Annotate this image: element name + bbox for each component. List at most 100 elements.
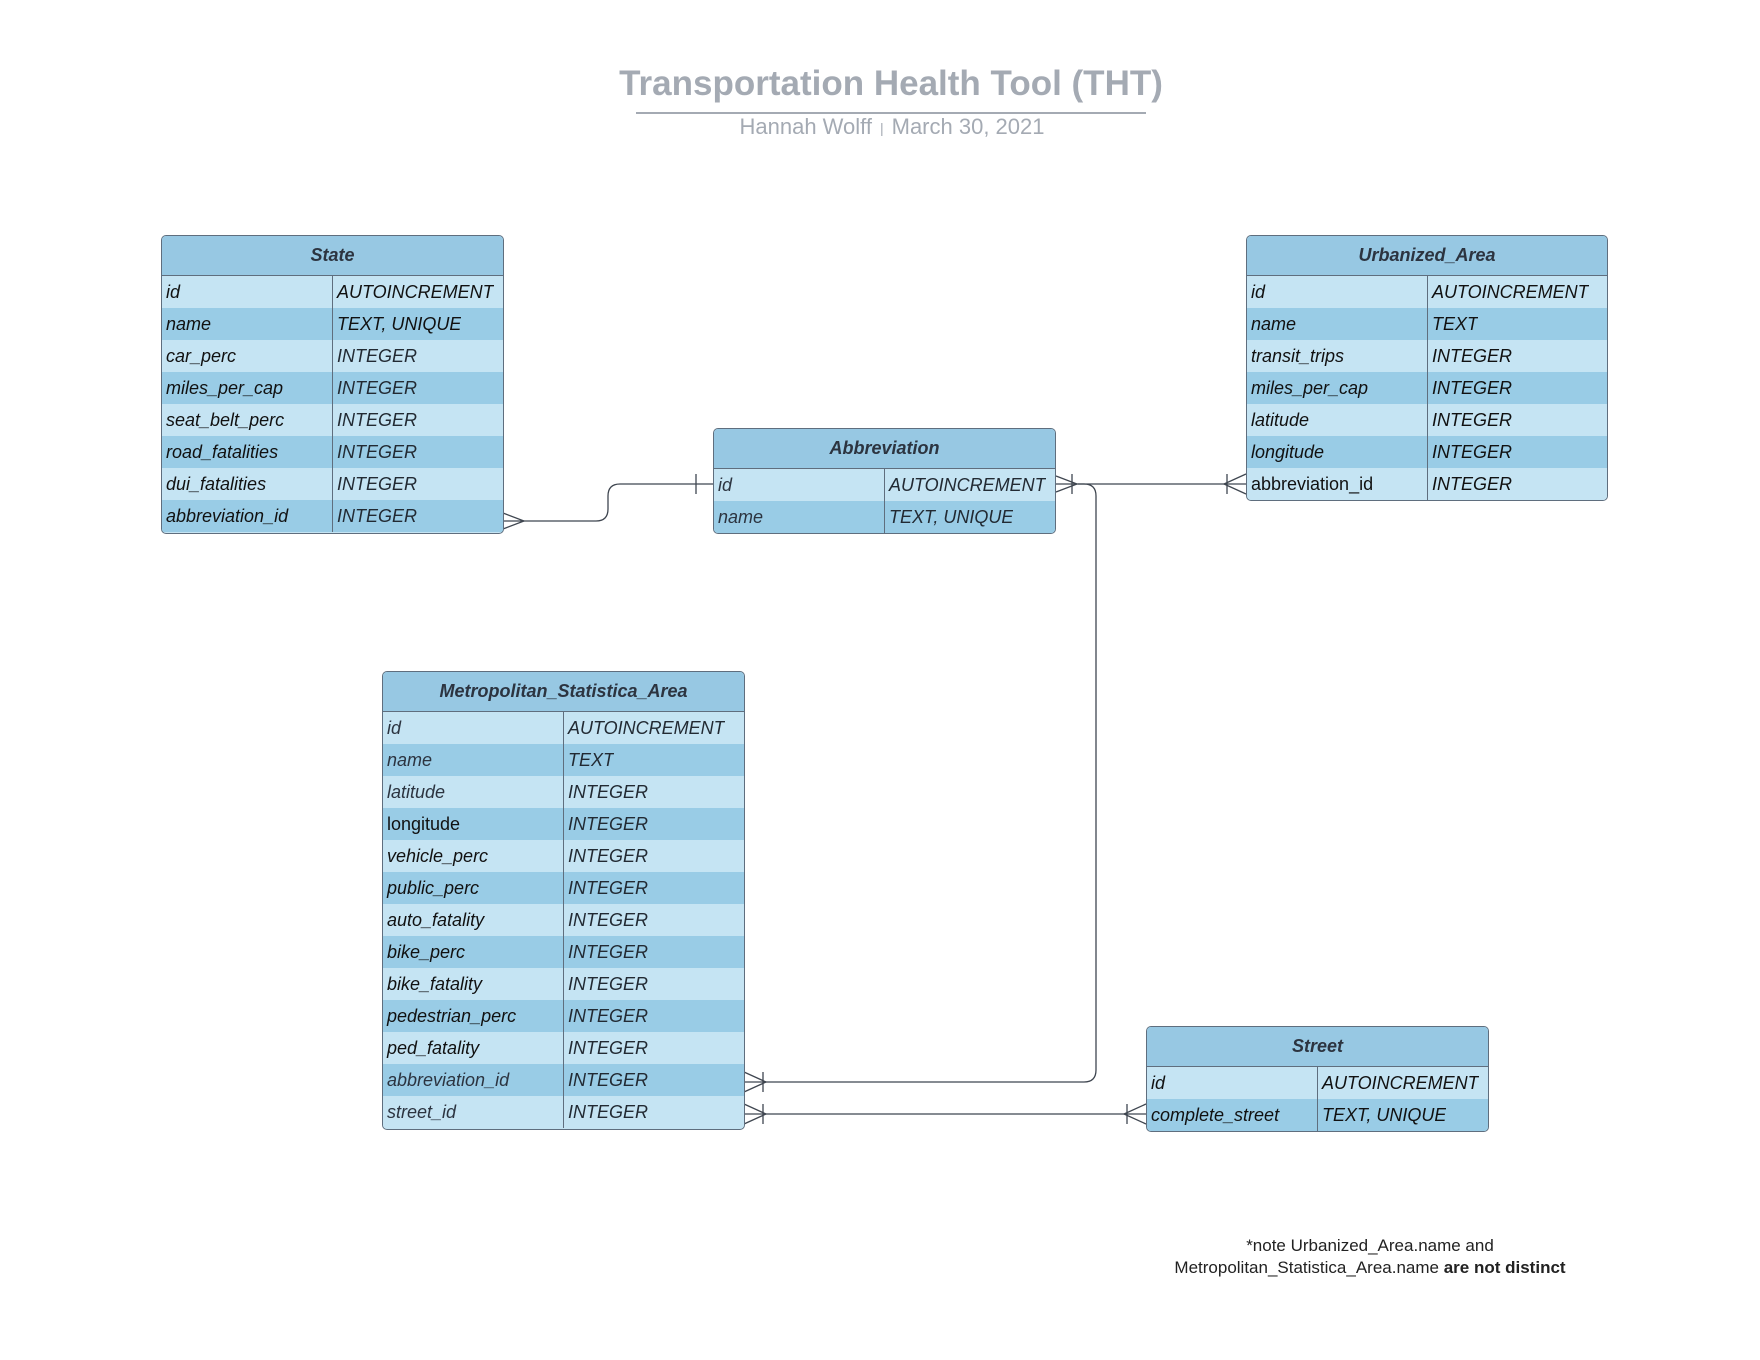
field-name: street_id xyxy=(383,1096,564,1128)
field-type: INTEGER xyxy=(1432,378,1513,398)
field-type: INTEGER xyxy=(1432,474,1513,494)
note-line-2-text: Metropolitan_Statistica_Area.name xyxy=(1174,1258,1444,1277)
field-type: INTEGER xyxy=(337,442,418,462)
field-type: INTEGER xyxy=(568,1006,649,1026)
field-name: longitude xyxy=(383,808,564,840)
entity-state-title: State xyxy=(162,236,503,276)
crow-foot-msa-street-many xyxy=(743,1103,768,1125)
field-type: INTEGER xyxy=(568,1102,649,1122)
note-line-1: *note Urbanized_Area.name and xyxy=(1246,1236,1494,1255)
field-name: name xyxy=(162,308,333,340)
field-type: INTEGER xyxy=(1432,442,1513,462)
field-name: name xyxy=(383,744,564,776)
field-name: auto_fatality xyxy=(383,904,564,936)
diagram-note: *note Urbanized_Area.name and Metropolit… xyxy=(1140,1235,1600,1279)
crow-foot-abbreviation-side xyxy=(1055,475,1079,493)
field-type: INTEGER xyxy=(337,410,418,430)
entity-abbreviation-title: Abbreviation xyxy=(714,429,1055,469)
field-type: TEXT xyxy=(1432,314,1479,334)
field-type: INTEGER xyxy=(568,878,649,898)
field-name: latitude xyxy=(1247,404,1428,436)
field-name: id xyxy=(1247,276,1428,308)
crow-foot-urbanized-area-many xyxy=(1222,473,1247,495)
author-name: Hannah Wolff xyxy=(739,114,872,139)
entity-urbanized-area-title: Urbanized_Area xyxy=(1247,236,1607,276)
field-type: INTEGER xyxy=(568,910,649,930)
field-name: id xyxy=(714,469,885,501)
field-name: latitude xyxy=(383,776,564,808)
diagram-subtitle: Hannah Wolff | March 30, 2021 xyxy=(0,114,1760,140)
field-name: id xyxy=(1147,1067,1318,1099)
field-name: seat_belt_perc xyxy=(162,404,333,436)
field-type: INTEGER xyxy=(568,1070,649,1090)
field-type: INTEGER xyxy=(568,974,649,994)
entity-msa-title: Metropolitan_Statistica_Area xyxy=(383,672,744,712)
field-name: ped_fatality xyxy=(383,1032,564,1064)
field-name: transit_trips xyxy=(1247,340,1428,372)
field-type: AUTOINCREMENT xyxy=(568,718,725,738)
field-type: AUTOINCREMENT xyxy=(1432,282,1589,302)
connector-state-abbreviation xyxy=(503,483,713,522)
field-type: INTEGER xyxy=(1432,410,1513,430)
crow-foot-state-many xyxy=(502,512,526,530)
field-type: AUTOINCREMENT xyxy=(889,475,1046,495)
field-name: name xyxy=(714,501,885,533)
field-type: INTEGER xyxy=(568,1038,649,1058)
subtitle-separator: | xyxy=(879,120,884,136)
field-type: INTEGER xyxy=(568,942,649,962)
field-name: id xyxy=(162,276,333,308)
field-name: miles_per_cap xyxy=(162,372,333,404)
field-type: INTEGER xyxy=(337,474,418,494)
connector-abbreviation-msa xyxy=(744,483,1097,1083)
field-type: TEXT, UNIQUE xyxy=(337,314,462,334)
field-type: TEXT xyxy=(568,750,615,770)
field-name: miles_per_cap xyxy=(1247,372,1428,404)
field-name: road_fatalities xyxy=(162,436,333,468)
field-type: INTEGER xyxy=(568,782,649,802)
field-type: INTEGER xyxy=(337,506,418,526)
field-name: vehicle_perc xyxy=(383,840,564,872)
entity-street-title: Street xyxy=(1147,1027,1488,1067)
field-name: bike_perc xyxy=(383,936,564,968)
diagram-date: March 30, 2021 xyxy=(891,114,1045,139)
field-type: TEXT, UNIQUE xyxy=(1322,1105,1447,1125)
field-type: INTEGER xyxy=(337,378,418,398)
field-name: public_perc xyxy=(383,872,564,904)
field-name: id xyxy=(383,712,564,744)
field-type: INTEGER xyxy=(1432,346,1513,366)
field-name: name xyxy=(1247,308,1428,340)
field-type: TEXT, UNIQUE xyxy=(889,507,1014,527)
field-name: abbreviation_id xyxy=(162,500,333,532)
title-underline xyxy=(636,112,1146,114)
